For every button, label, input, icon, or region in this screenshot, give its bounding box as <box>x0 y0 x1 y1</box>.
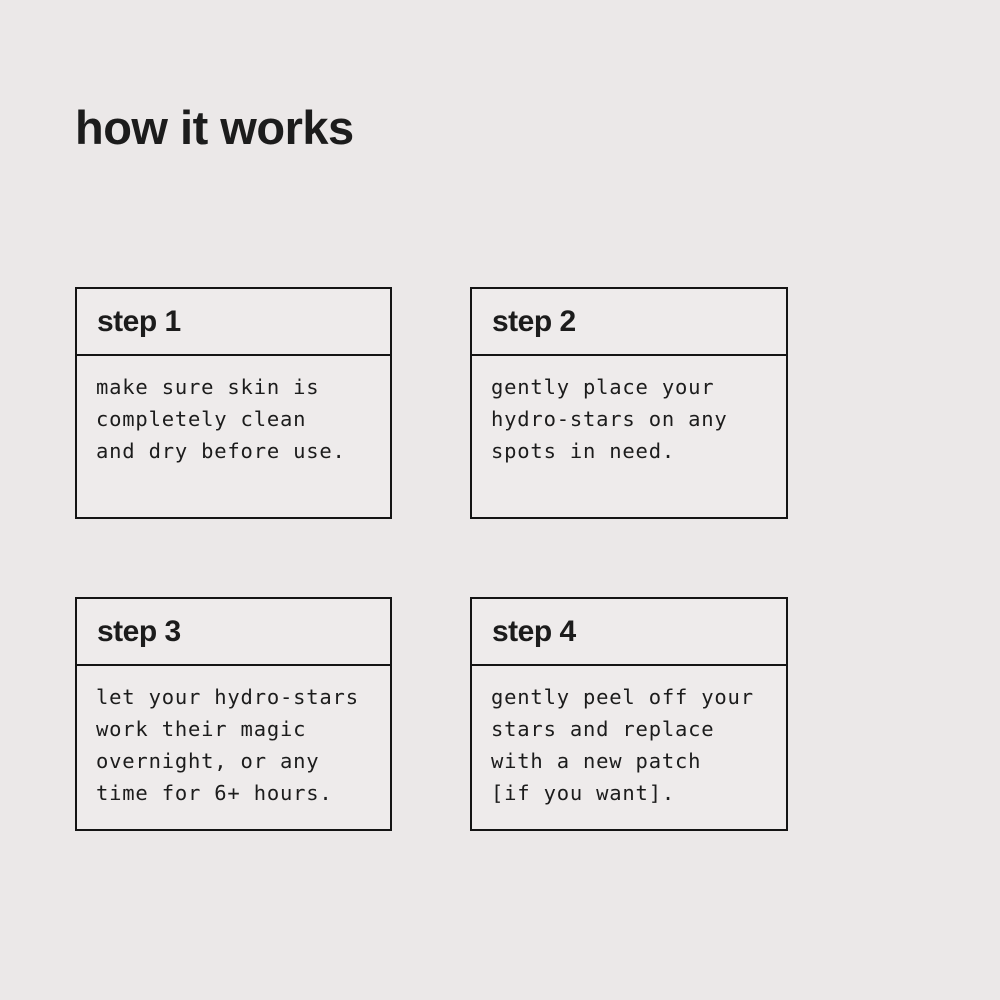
step-3-header: step 3 <box>77 599 390 666</box>
step-3-label: step 3 <box>97 614 181 648</box>
step-card-3: step 3 let your hydro-stars work their m… <box>75 597 392 831</box>
step-4-header: step 4 <box>472 599 786 666</box>
page-title: how it works <box>75 101 354 154</box>
step-card-1: step 1 make sure skin is completely clea… <box>75 287 392 519</box>
step-1-header: step 1 <box>77 289 390 356</box>
step-1-description: make sure skin is completely clean and d… <box>96 375 346 463</box>
step-2-label: step 2 <box>492 304 576 338</box>
steps-grid: step 1 make sure skin is completely clea… <box>75 287 788 831</box>
step-card-2: step 2 gently place your hydro-stars on … <box>470 287 788 519</box>
step-4-description: gently peel off your stars and replace w… <box>491 685 754 805</box>
step-1-label: step 1 <box>97 304 181 338</box>
step-card-4: step 4 gently peel off your stars and re… <box>470 597 788 831</box>
step-3-description: let your hydro-stars work their magic ov… <box>96 685 359 805</box>
step-2-description: gently place your hydro-stars on any spo… <box>491 375 728 463</box>
step-4-label: step 4 <box>492 614 576 648</box>
step-2-header: step 2 <box>472 289 786 356</box>
